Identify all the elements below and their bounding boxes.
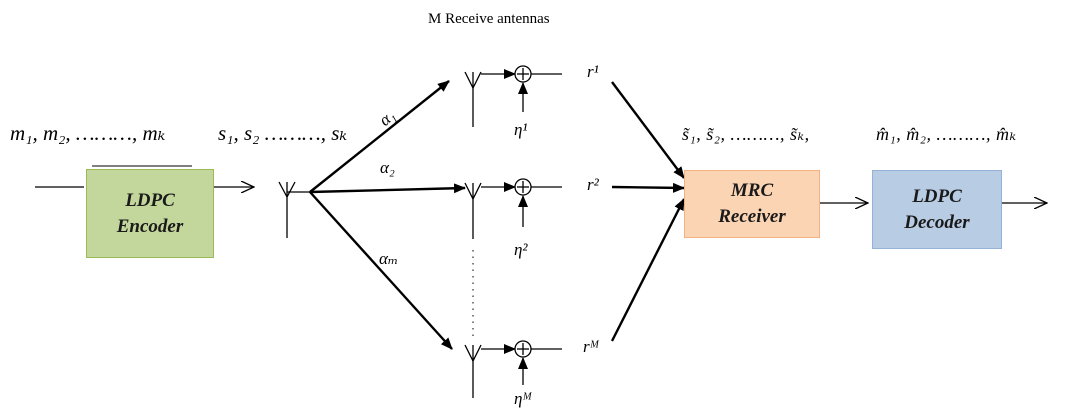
noise-1-label: η¹: [514, 120, 528, 139]
noise-2-label: η²: [514, 240, 528, 259]
channel-path-1: [309, 80, 450, 193]
transmit-antenna-icon: [278, 181, 310, 238]
ldpc-decoder-line2: Decoder: [904, 211, 970, 233]
channel-path-M: [309, 191, 453, 350]
receive-antenna-2-icon: [464, 182, 482, 239]
receive-antenna-M-icon: [464, 344, 482, 398]
mrc-line1: MRC: [730, 180, 774, 201]
adder-2-icon: [514, 178, 532, 196]
rM-to-mrc-arrow: [610, 198, 686, 342]
ldpc-encoder-block: LDPC Encoder: [86, 169, 214, 258]
estimated-sequence-label: s̃₁, s̃₂, ………, s̃ₖ,: [682, 124, 810, 144]
ldpc-encoder-line1: LDPC: [125, 189, 175, 211]
r1-to-mrc-arrow: [611, 81, 685, 179]
received-M-label: rᴹ: [583, 337, 600, 356]
r2-to-mrc-arrow: [611, 182, 685, 193]
received-2-label: r²: [587, 175, 599, 194]
noise-M-label: ηᴹ: [514, 389, 533, 408]
diagram-title: M Receive antennas: [428, 11, 550, 27]
received-1-label: r¹: [587, 62, 599, 81]
gain-M-label: αₘ: [379, 249, 399, 268]
channel-path-2: [309, 183, 466, 194]
mrc-receiver-block: MRC Receiver: [684, 170, 820, 238]
adder-1-icon: [514, 65, 532, 83]
ldpc-decoder-line1: LDPC: [912, 185, 962, 207]
ldpc-decoder-block: LDPC Decoder: [872, 170, 1002, 249]
decoded-sequence-label: m̂₁, m̂₂, ………, m̂ₖ: [876, 124, 1017, 144]
input-sequence-label: m₁, m₂, ………, mₖ: [10, 121, 166, 145]
receive-antenna-1-icon: [464, 71, 482, 127]
adder-M-icon: [514, 340, 532, 358]
ldpc-encoder-line2: Encoder: [116, 215, 184, 237]
gain-2-label: α₂: [380, 158, 395, 177]
mrc-line2: Receiver: [718, 206, 786, 227]
coded-sequence-label: s₁, s₂ ………, sₖ: [218, 121, 348, 145]
